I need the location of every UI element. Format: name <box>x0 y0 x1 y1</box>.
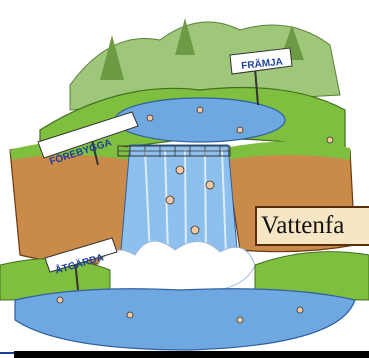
lower-meadow <box>0 251 369 301</box>
title-banner: Vattenfa <box>255 206 369 246</box>
bottom-band <box>14 351 369 358</box>
bottom-rule <box>0 352 14 354</box>
title-banner-text: Vattenfa <box>261 212 345 239</box>
figures <box>56 106 334 324</box>
waterfall <box>119 144 239 263</box>
sign-framja: FRÄMJA <box>229 47 293 106</box>
lower-pool <box>14 288 356 351</box>
upper-lake <box>114 97 286 143</box>
safety-net <box>117 145 231 157</box>
sign-framja-label: FRÄMJA <box>241 55 284 72</box>
